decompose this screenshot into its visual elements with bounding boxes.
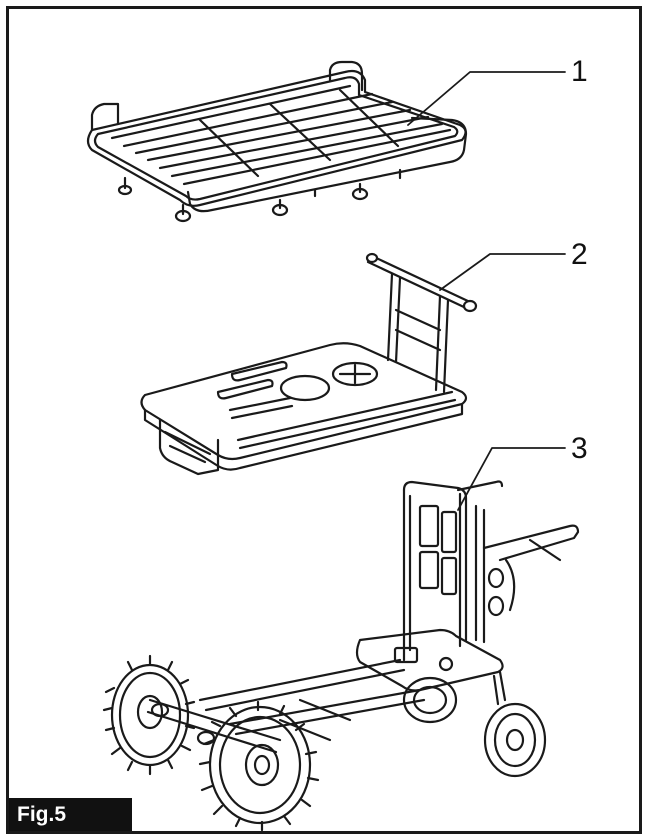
leader-line-2 xyxy=(439,253,566,291)
callout-number-2: 2 xyxy=(571,238,588,271)
leader-lines xyxy=(407,71,566,511)
basket-rack-part xyxy=(86,60,468,223)
platform-part xyxy=(140,252,478,476)
leader-line-1 xyxy=(407,71,566,126)
leader-line-3 xyxy=(457,447,566,511)
chassis-part xyxy=(102,480,580,832)
callout-number-1: 1 xyxy=(571,55,588,88)
callout-number-3: 3 xyxy=(571,432,588,465)
figure-label: Fig.5 xyxy=(9,798,132,831)
